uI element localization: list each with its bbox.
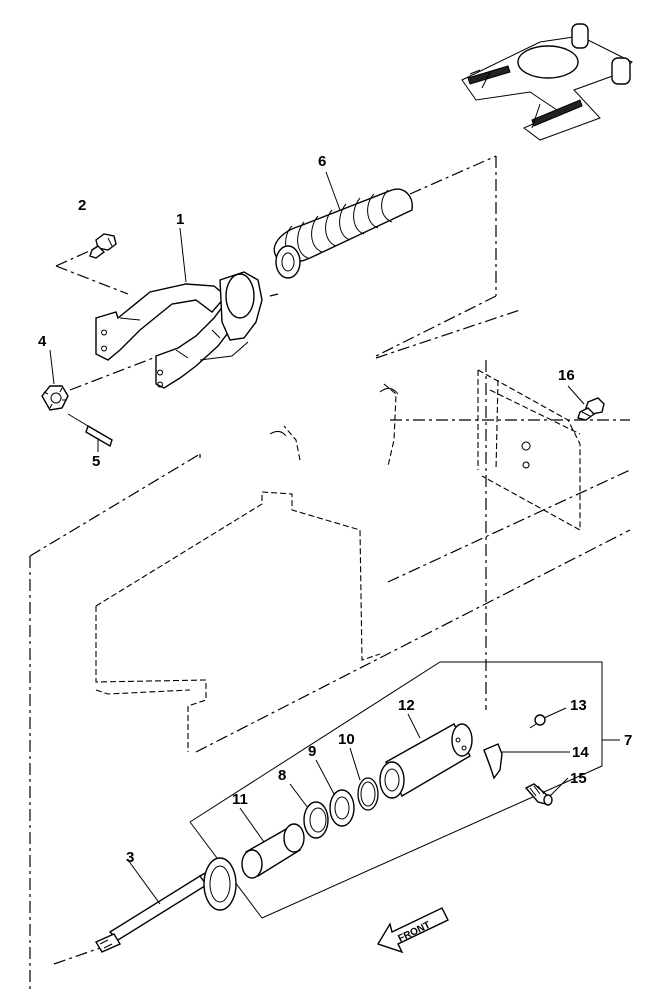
track-frame	[29, 309, 631, 990]
part-yoke	[95, 271, 263, 389]
assembly-7-outline	[189, 661, 620, 919]
part-spring	[273, 188, 413, 279]
leader-lines-upper	[55, 155, 497, 458]
label-part-9: 9	[308, 743, 316, 760]
part-ring-9	[329, 789, 355, 827]
label-part-11: 11	[232, 791, 248, 808]
label-part-15: 15	[570, 770, 587, 787]
label-part-16: 16	[558, 367, 575, 384]
label-part-2: 2	[78, 197, 86, 214]
label-part-12: 12	[398, 697, 415, 714]
part-labels: 1 2 3 4 5 6 7 8 9 10 11 12 13 14 15 16	[38, 153, 632, 866]
label-part-4: 4	[38, 333, 47, 350]
label-part-5: 5	[92, 453, 100, 470]
part-piston	[241, 823, 305, 879]
label-part-1: 1	[176, 211, 184, 228]
part-split-pin	[67, 413, 113, 448]
label-part-6: 6	[318, 153, 326, 170]
label-part-7: 7	[624, 732, 632, 749]
part-bolt-13	[529, 714, 546, 729]
part-bolt-2	[89, 233, 117, 259]
label-part-3: 3	[126, 849, 134, 866]
part-cylinder	[379, 723, 473, 799]
part-piston-rod	[94, 857, 237, 953]
label-part-10: 10	[338, 731, 355, 748]
part-bolt-16	[577, 397, 605, 421]
part-packing-8	[303, 801, 329, 839]
label-part-8: 8	[278, 767, 286, 784]
front-arrow: FRONT	[376, 907, 449, 954]
label-part-13: 13	[570, 697, 587, 714]
undercarriage-thumbnail	[461, 23, 633, 141]
label-part-14: 14	[572, 744, 589, 761]
part-castle-nut	[41, 385, 69, 411]
part-oring-10	[357, 777, 379, 811]
label-leaders	[49, 171, 585, 905]
part-grease-fitting	[524, 783, 553, 806]
part-plate	[483, 743, 503, 780]
